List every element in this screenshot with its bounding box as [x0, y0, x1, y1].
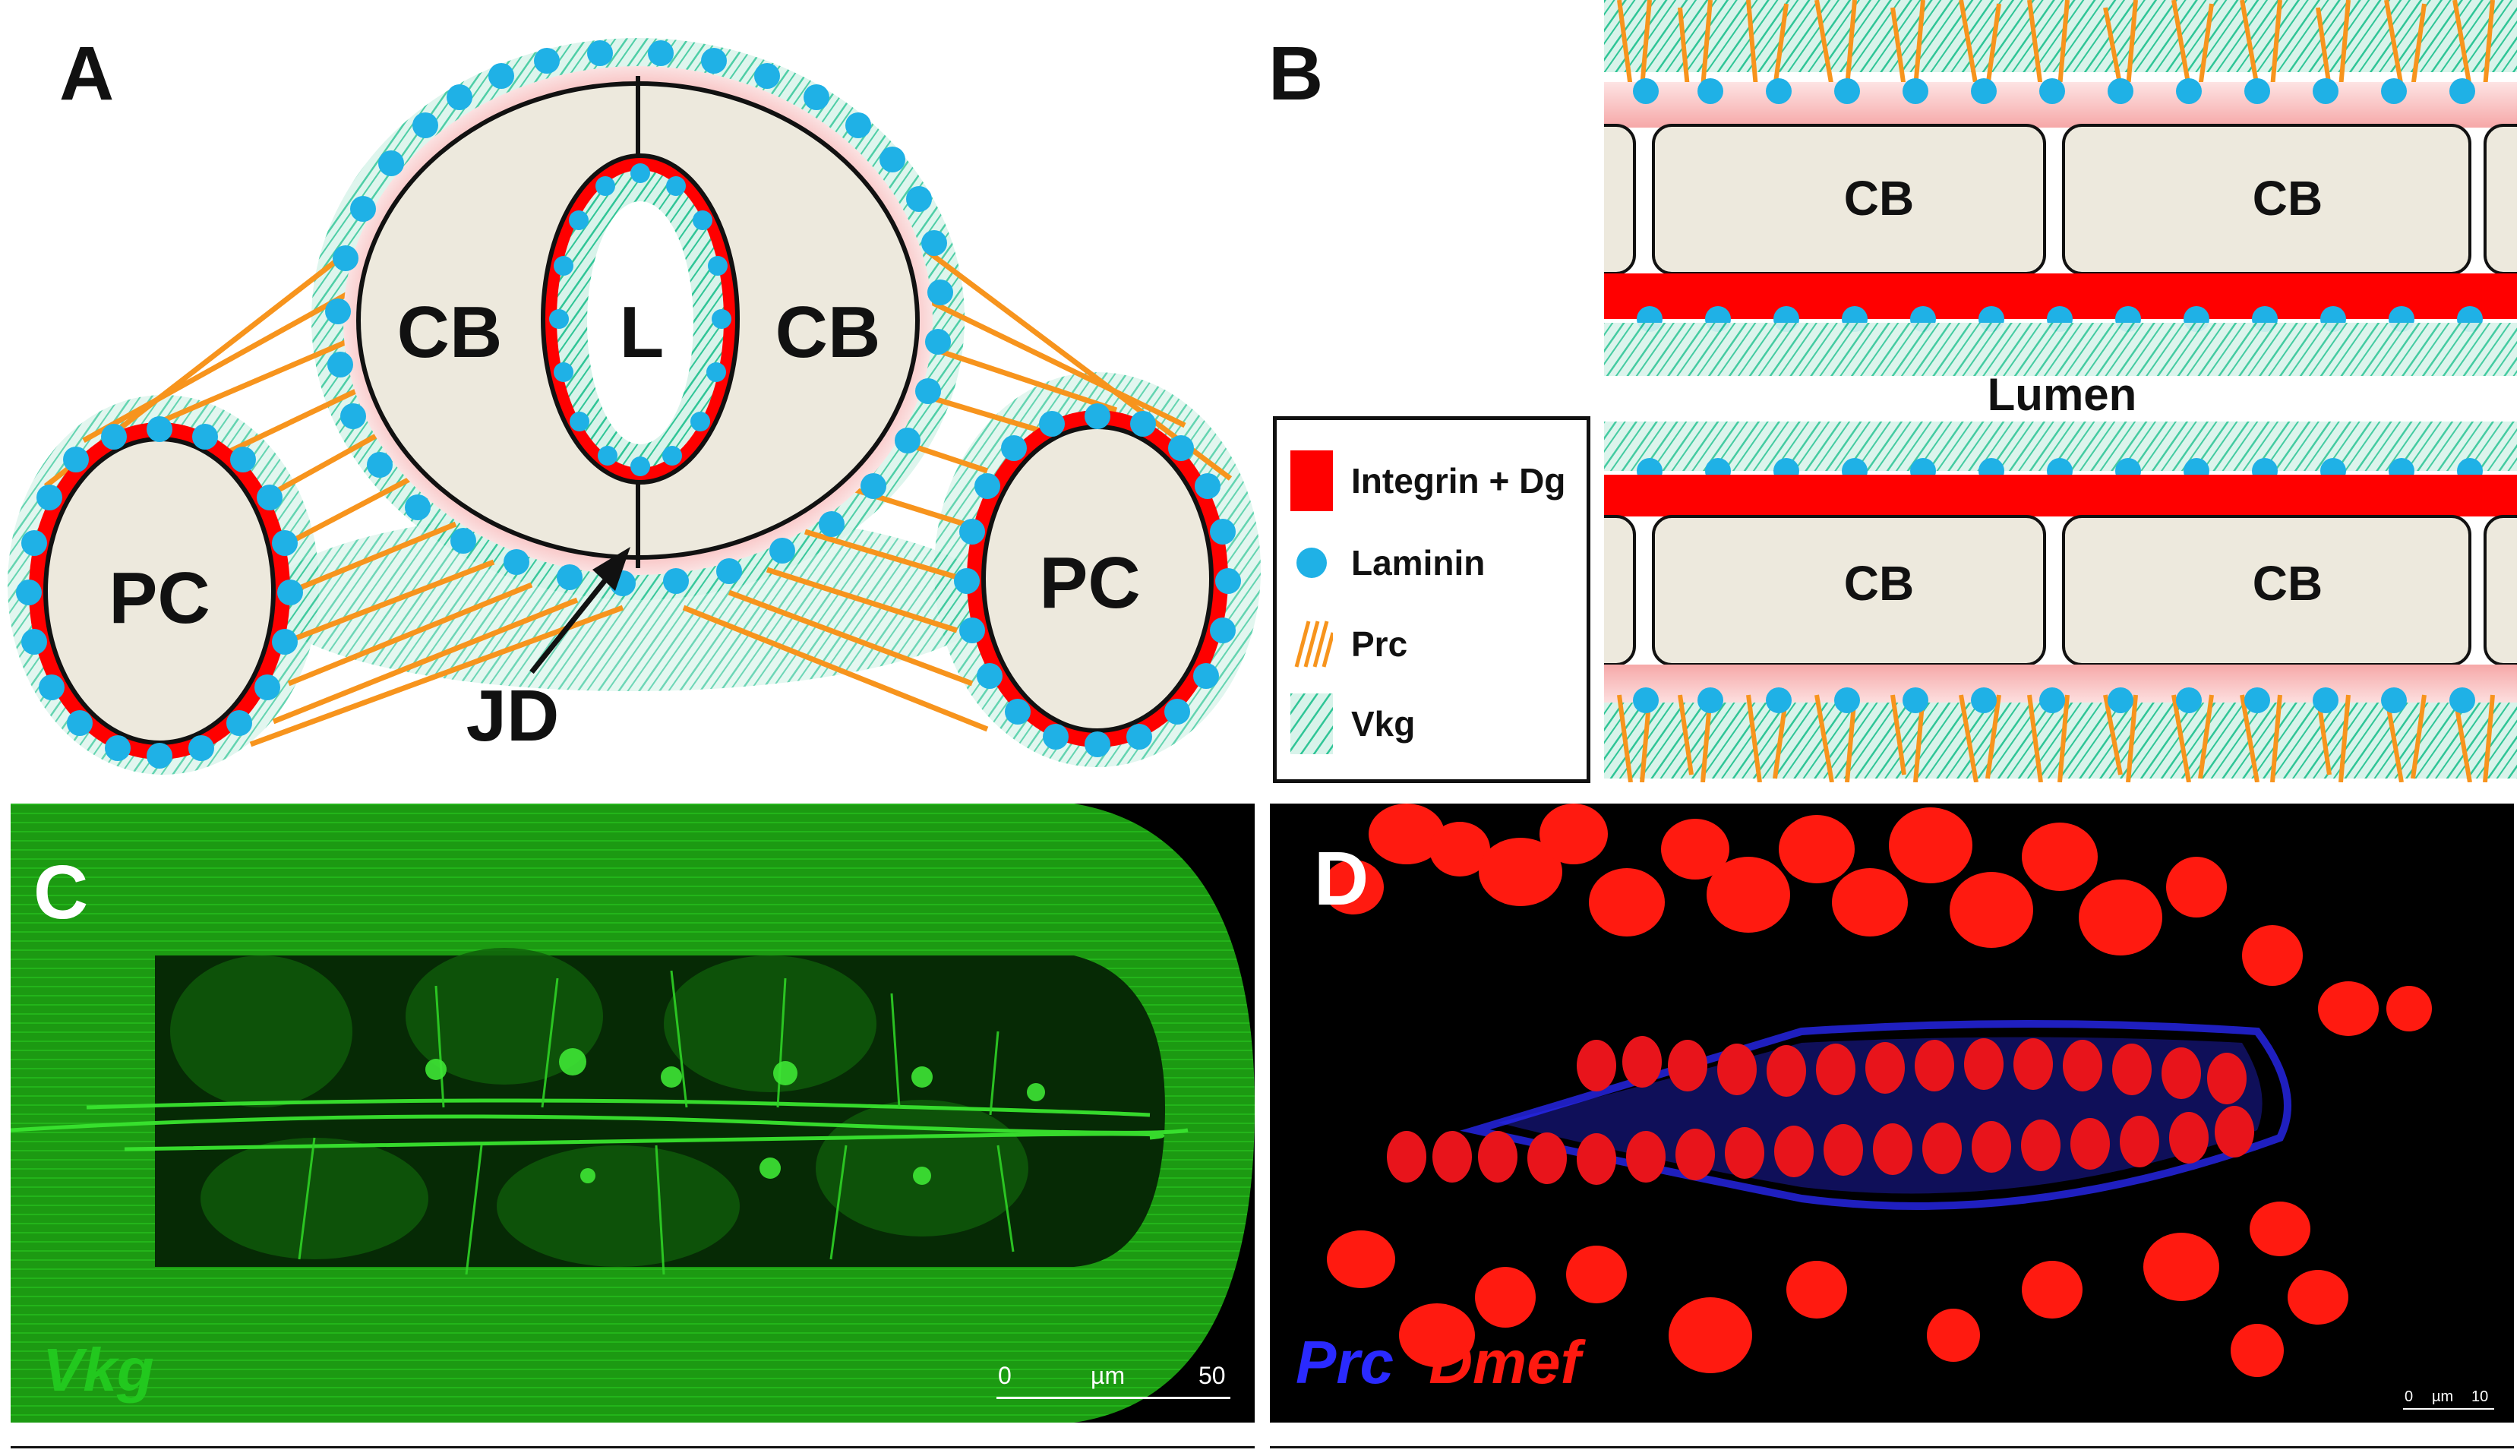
orange-strands-icon: [1294, 621, 1333, 668]
vkg-stain-image: [11, 804, 1255, 1423]
lumen-space: [587, 201, 693, 444]
label-pc-left: PC: [109, 557, 210, 639]
label-cb-bottom-1: CB: [1844, 556, 1914, 611]
scale-end-d: 10: [2471, 1388, 2489, 1405]
scale-unit-d: µm: [2432, 1388, 2454, 1405]
label-cb-bottom-2: CB: [2253, 556, 2323, 611]
panel-d-letter: D: [1314, 836, 1369, 921]
legend: Integrin + Dg Laminin Prc Vkg: [1273, 416, 1590, 783]
pericardial-cell-left: [16, 416, 303, 769]
cardioblasts-top: [1604, 124, 2517, 275]
label-lumen: L: [620, 292, 665, 373]
laminin-dots-bottom: [1633, 687, 2475, 713]
heart-tube-lines: [11, 1098, 1189, 1151]
pericardial-cell-right: [954, 403, 1241, 757]
legend-item-vkg: Vkg: [1290, 693, 1415, 754]
label-cb-right: CB: [775, 292, 881, 373]
laminin-dots-central: [325, 40, 953, 596]
legend-item-laminin: Laminin: [1290, 542, 1485, 584]
label-pc-right: PC: [1039, 542, 1140, 624]
legend-item-integrin: Integrin + Dg: [1290, 450, 1565, 511]
legend-label-laminin: Laminin: [1351, 543, 1486, 583]
prc-outline: [1460, 1020, 2291, 1210]
scale-bar-d: 0 µm 10: [2402, 1388, 2500, 1411]
panel-b-letter: B: [1268, 31, 1324, 116]
laminin-dots-lumen: [549, 163, 731, 476]
label-jd: JD: [466, 675, 560, 756]
legend-label-prc: Prc: [1351, 624, 1408, 664]
scale-bar-c: 0 µm 50: [992, 1362, 1235, 1407]
label-cb-top-1: CB: [1844, 171, 1914, 226]
green-mesh-icon: [1290, 693, 1333, 754]
scale-start-d: 0: [2405, 1388, 2414, 1405]
label-cb-left: CB: [397, 292, 503, 373]
dmef-nuclei-row-2: [1387, 1106, 2254, 1185]
panel-a-letter: A: [59, 31, 115, 116]
bottom-rule-left: [11, 1446, 1255, 1448]
prc-strands-top: [1617, 0, 2495, 88]
dmef-clusters: [1323, 804, 2432, 1377]
legend-label-vkg: Vkg: [1351, 704, 1416, 744]
cardioblasts-bottom: [1604, 515, 2517, 666]
label-lumen-b: Lumen: [1988, 369, 2137, 420]
jd-arrow: [529, 547, 630, 674]
scale-end-c: 50: [1198, 1362, 1226, 1389]
dmef-stain-label: Dmef: [1429, 1328, 1581, 1396]
legend-item-prc: Prc: [1290, 617, 1407, 671]
prc-dmef-stain-image: [1323, 804, 2432, 1377]
label-cb-top-2: CB: [2253, 171, 2323, 226]
scale-unit-c: µm: [1091, 1362, 1126, 1389]
dmef-nuclei-row-1: [1577, 1036, 2247, 1104]
panel-d-micrograph: Prc Dmef 0 µm 10: [1270, 804, 2514, 1423]
panel-b-diagram: CB CB Lumen CB CB: [1604, 0, 2517, 782]
panel-a-diagram: CB CB L PC PC JD: [8, 38, 1261, 775]
scale-start-c: 0: [998, 1362, 1012, 1389]
bottom-rule-right: [1270, 1446, 2514, 1448]
laminin-dots-top: [1633, 78, 2475, 104]
panel-c-letter: C: [33, 850, 89, 935]
vkg-stain-label: Vkg: [43, 1336, 154, 1404]
red-rectangle-icon: [1290, 450, 1333, 511]
legend-label-integrin: Integrin + Dg: [1351, 461, 1566, 501]
blue-dot-icon: [1296, 548, 1327, 578]
stain-labels-d: Prc Dmef: [1296, 1328, 1581, 1398]
panel-c-micrograph: Vkg 0 µm 50: [11, 804, 1255, 1423]
prc-stain-label: Prc: [1296, 1328, 1394, 1396]
